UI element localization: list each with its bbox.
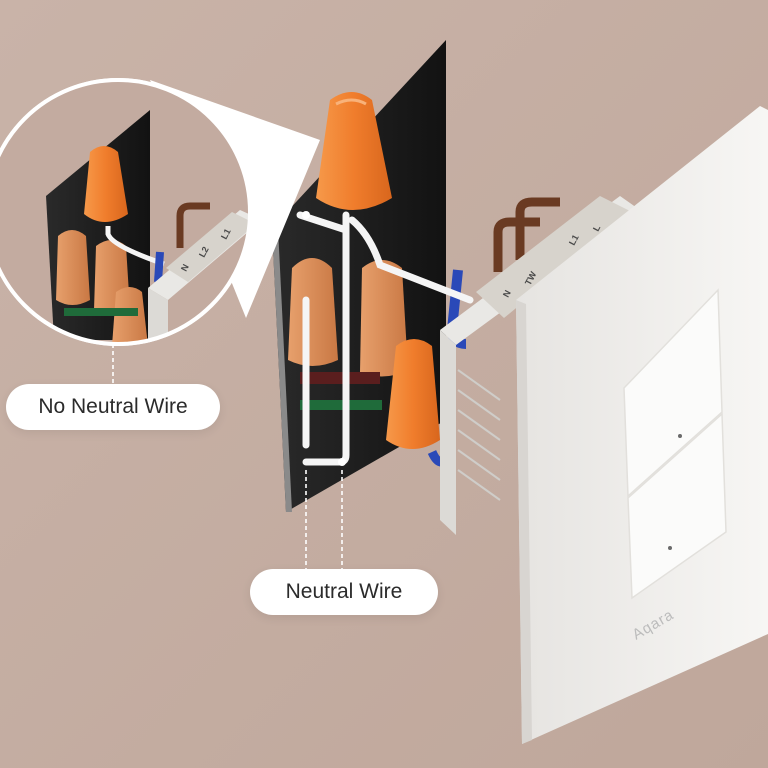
wire-nut-top xyxy=(316,92,392,210)
switch-housing: N TW L1 L xyxy=(440,196,640,535)
wire-joint-dot xyxy=(338,458,346,466)
inset-terminal-label-l2: L2 xyxy=(197,245,211,259)
terminal-label-l1: L1 xyxy=(567,233,581,247)
terminal-label-n: N xyxy=(501,289,513,299)
wire-joint-dot xyxy=(302,211,310,219)
no-neutral-inset: N L2 L1 xyxy=(0,78,320,346)
leader-lines xyxy=(112,344,343,569)
upper-rocker-button xyxy=(623,288,723,498)
switch-plate: Aqara xyxy=(516,106,768,744)
no-neutral-wire-label: No Neutral Wire xyxy=(6,384,220,430)
inset-terminal-label-l1: L1 xyxy=(219,227,233,241)
lower-rocker-button xyxy=(627,412,727,600)
wire-nut-lower xyxy=(386,339,440,449)
inset-terminal-label-n: N xyxy=(179,263,191,273)
terminal-label-l: L xyxy=(591,223,603,233)
brown-wires xyxy=(493,197,560,272)
neutral-wire-label: Neutral Wire xyxy=(250,569,438,615)
